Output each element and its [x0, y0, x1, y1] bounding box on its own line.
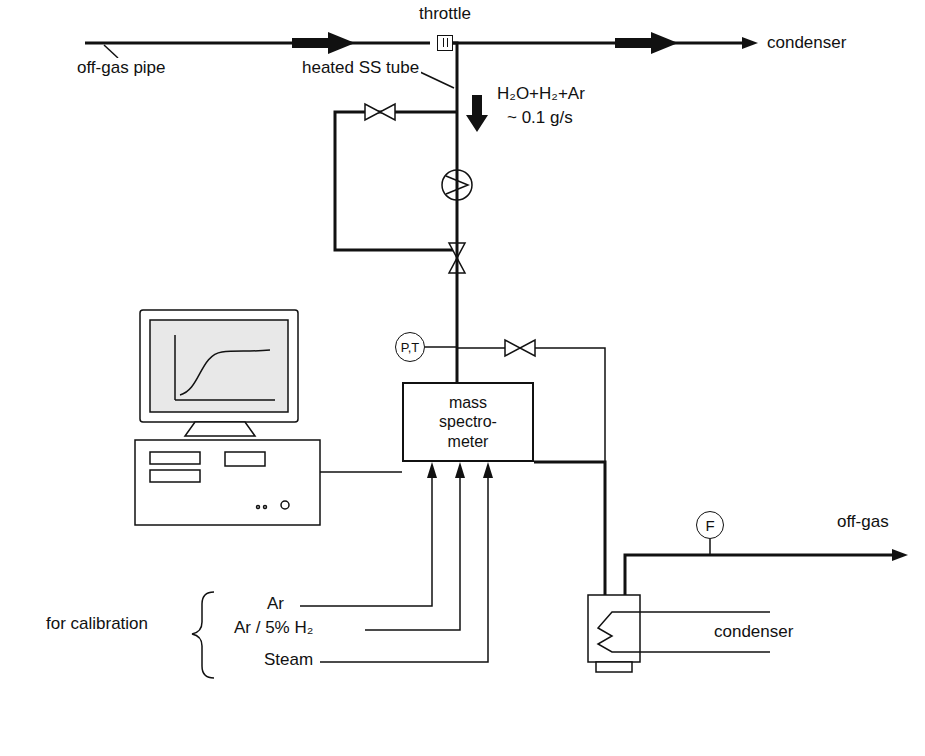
node-text: mass spectro- meter: [428, 393, 508, 451]
screen-plot: [180, 350, 270, 395]
destination-label: off-gas: [835, 512, 891, 532]
arrow-head: [892, 549, 908, 561]
node-text: throttle: [395, 4, 495, 24]
sensor-stub: [425, 346, 457, 348]
gas-label: Ar / 5% H₂: [232, 618, 315, 638]
indicator-led: [264, 506, 267, 509]
monitor: [140, 310, 298, 422]
pipe: [85, 42, 430, 45]
sensor-circle: P,T: [395, 332, 425, 362]
flow-arrow: [292, 32, 355, 54]
throttle-orifice: [437, 35, 453, 51]
monitor-screen: [150, 320, 288, 412]
flow-label: H₂O+H₂+Ar: [495, 84, 587, 104]
pipe-connector: [453, 43, 457, 382]
outlet-pipe: [534, 462, 605, 595]
bypass-line: [335, 112, 457, 250]
flow-arrow: [466, 95, 488, 132]
node-text: P,T: [401, 341, 420, 354]
arrow-head: [483, 462, 493, 478]
data-cable: [320, 471, 402, 473]
throttle-orifice: [443, 38, 448, 47]
coolant-line: [640, 651, 770, 653]
screen-plot: [175, 335, 275, 400]
computer-case: [135, 440, 320, 525]
drive-slot: [150, 452, 200, 464]
off-gas-pipe: [625, 555, 895, 595]
coolant-line: [640, 611, 770, 613]
brace: [192, 592, 214, 678]
flow-rate: ~ 0.1 g/s: [505, 108, 575, 128]
process-box: mass spectro- meter: [402, 382, 534, 462]
pipe: [446, 42, 745, 45]
leader-line: [104, 45, 118, 58]
condenser-symbol: [588, 595, 640, 662]
sensor-stub: [709, 539, 711, 555]
destination-label: condenser: [765, 33, 848, 53]
valve-symbol: [365, 104, 395, 120]
coil-symbol: [598, 612, 640, 652]
gas-label: Ar: [265, 594, 286, 614]
calibration-line: [320, 476, 488, 662]
valve-symbol: [505, 340, 535, 356]
drive-slot: [150, 470, 200, 482]
destination-label: condenser: [712, 622, 795, 642]
throttle-symbol: throttle: [395, 4, 495, 51]
gas-label: Steam: [262, 650, 315, 670]
arrow-head: [742, 37, 758, 49]
node-text: F: [705, 518, 714, 533]
tube-label: heated SS tube: [300, 58, 421, 78]
drive-slot: [225, 452, 265, 466]
indicator-led: [257, 506, 260, 509]
pipe-connector: [453, 43, 457, 382]
arrow-head: [427, 462, 437, 478]
condenser-symbol: [596, 662, 632, 672]
sensor-circle: F: [696, 511, 724, 539]
calibration-line: [365, 476, 460, 630]
pipe-label: off-gas pipe: [75, 58, 168, 78]
monitor-stand: [185, 422, 255, 436]
leader-line: [420, 72, 454, 88]
arrow-head: [455, 462, 465, 478]
flow-arrow: [615, 32, 678, 54]
group-label: for calibration: [40, 614, 154, 634]
power-button: [281, 501, 289, 509]
